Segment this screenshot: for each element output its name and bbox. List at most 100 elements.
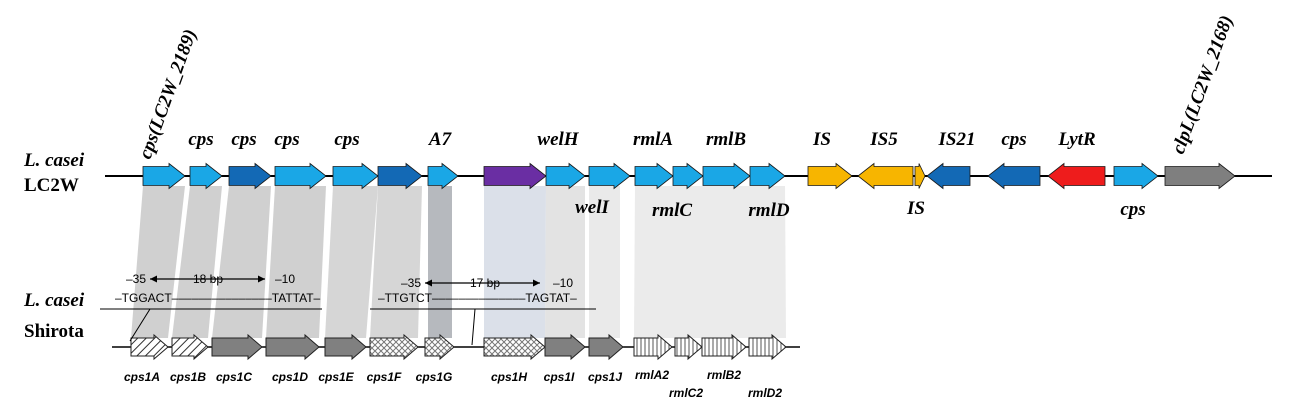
spacer-arrowhead	[150, 275, 157, 283]
bottom-gene-arrow	[483, 333, 546, 361]
top-gene-arrow	[483, 162, 547, 190]
homology-band	[212, 186, 271, 338]
bottom-gene-arrow	[674, 333, 703, 361]
top-gene-label: LytR	[1057, 129, 1095, 150]
top-gene-arrow	[545, 162, 586, 190]
top-gene-label: IS21	[938, 129, 976, 150]
top-gene-label: rmlC	[652, 200, 692, 221]
top-gene-arrow	[672, 162, 704, 190]
promoter-1-sequence: –TGGACT–––––––––––––––TATTAT–	[115, 291, 321, 305]
bottom-gene-arrow	[544, 333, 586, 361]
top-strain-label: LC2W	[24, 175, 79, 196]
top-gene-label: rmlB	[706, 129, 746, 150]
top-gene-arrow	[987, 162, 1041, 190]
homology-band	[428, 186, 452, 338]
top-gene-label: rmlA	[633, 129, 673, 150]
promoter-1-minus35: –35	[126, 272, 146, 286]
top-gene-label: cps	[274, 129, 299, 150]
bottom-gene-label: cps1E	[318, 370, 354, 384]
bottom-gene-arrow	[171, 333, 209, 361]
top-gene-arrow	[189, 162, 223, 190]
bottom-species-label: L. casei	[23, 290, 85, 311]
bottom-gene-arrow	[424, 333, 455, 361]
bottom-gene-label: rmlD2	[748, 386, 782, 400]
bottom-gene-arrows	[130, 333, 787, 361]
homology-band	[172, 186, 222, 338]
promoter-1-pointer	[129, 308, 151, 342]
top-gene-label: cps	[188, 129, 213, 150]
top-gene-arrow	[702, 162, 751, 190]
top-gene-arrow	[332, 162, 379, 190]
top-gene-label: welI	[575, 197, 609, 218]
top-gene-arrow	[926, 162, 971, 190]
top-gene-arrow	[634, 162, 674, 190]
top-gene-arrow	[914, 163, 926, 189]
bottom-gene-arrow	[211, 333, 263, 361]
bottom-gene-arrow	[633, 333, 673, 361]
top-gene-label: A7	[428, 129, 453, 150]
bottom-gene-label: rmlC2	[669, 386, 703, 400]
bottom-gene-label: cps1J	[588, 370, 622, 384]
promoter-2-sequence: –TTGTCT––––––––––––––TAGTAT–	[378, 291, 577, 305]
promoter-2: –35 17 bp –10 –TTGTCT––––––––––––––TAGTA…	[370, 276, 596, 346]
top-gene-label: IS	[906, 198, 925, 219]
top-gene-arrow	[1164, 162, 1236, 190]
top-gene-label: cps	[334, 129, 359, 150]
top-gene-label: IS5	[869, 129, 898, 150]
bottom-gene-label: cps1A	[124, 370, 160, 384]
bottom-gene-label: cps1D	[272, 370, 308, 384]
top-gene-arrow	[142, 162, 186, 190]
bottom-gene-arrow	[130, 333, 169, 361]
bottom-gene-label: cps1F	[367, 370, 402, 384]
bottom-gene-arrow	[265, 333, 320, 361]
top-gene-arrow	[588, 162, 631, 190]
top-gene-label: rmlD	[748, 200, 789, 221]
bottom-gene-label: cps1B	[170, 370, 206, 384]
top-gene-arrow	[857, 162, 914, 190]
homology-shading	[131, 186, 786, 338]
top-gene-label: IS	[812, 129, 831, 150]
top-gene-label: welH	[537, 129, 579, 150]
top-gene-arrow	[749, 162, 786, 190]
promoter-2-minus10: –10	[553, 276, 573, 290]
top-gene-arrow	[377, 162, 423, 190]
top-gene-arrow	[1047, 162, 1106, 190]
top-gene-label: clpL(LC2W_2168)	[1168, 13, 1238, 157]
spacer-arrowhead	[258, 275, 265, 283]
top-gene-arrow	[427, 162, 459, 190]
bottom-gene-label: cps1C	[216, 370, 252, 384]
bottom-gene-label: cps1G	[416, 370, 453, 384]
top-gene-arrow	[274, 162, 327, 190]
bottom-gene-arrow	[588, 333, 624, 361]
top-gene-arrow	[228, 162, 272, 190]
homology-band	[545, 186, 585, 338]
bottom-gene-arrow	[748, 333, 787, 361]
promoter-2-pointer	[471, 308, 476, 346]
homology-band	[370, 186, 422, 338]
promoter-2-minus35: –35	[401, 276, 421, 290]
bottom-gene-arrow	[369, 333, 419, 361]
top-species-label: L. casei	[23, 150, 85, 171]
homology-band	[266, 186, 326, 338]
top-gene-arrows	[142, 162, 1236, 190]
top-gene-label: cps	[1120, 199, 1145, 220]
promoter-2-spacer: 17 bp	[470, 276, 500, 290]
promoter-1: –35 18 bp –10 –TGGACT–––––––––––––––TATT…	[100, 272, 322, 342]
bottom-gene-label: cps1I	[544, 370, 575, 384]
homology-band	[325, 186, 378, 338]
bottom-gene-label: rmlB2	[707, 368, 741, 382]
bottom-gene-arrow	[324, 333, 367, 361]
spacer-arrowhead	[533, 279, 540, 287]
promoter-1-spacer: 18 bp	[193, 272, 223, 286]
bottom-gene-arrow	[701, 333, 747, 361]
top-gene-label: cps	[1001, 129, 1026, 150]
top-gene-arrow	[807, 162, 853, 190]
homology-band	[484, 186, 546, 338]
bottom-gene-label: rmlA2	[635, 368, 669, 382]
spacer-arrowhead	[425, 279, 432, 287]
homology-band	[131, 186, 185, 338]
top-gene-label: cps	[231, 129, 256, 150]
